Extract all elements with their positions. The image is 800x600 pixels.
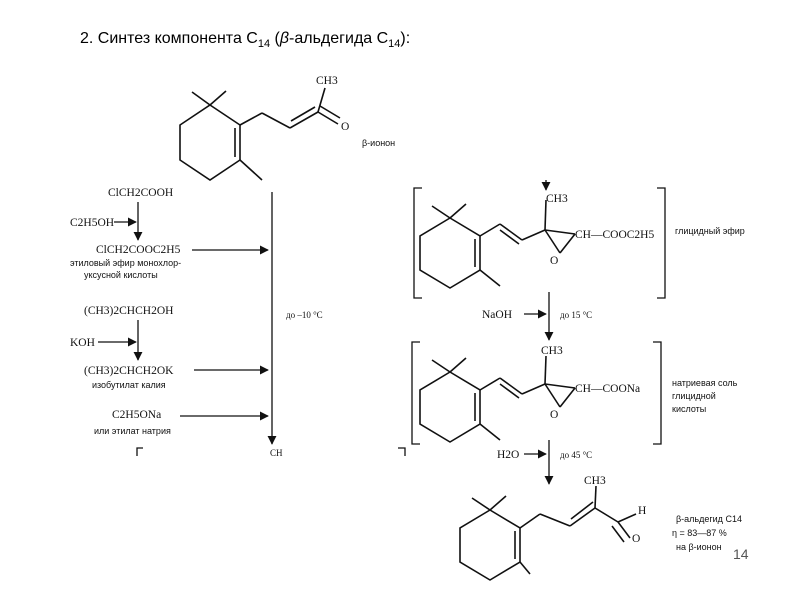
page-number: 14 xyxy=(733,546,749,562)
product-name: β-альдегид C14 xyxy=(676,514,742,524)
product-yield: η = 83—87 % xyxy=(672,528,727,538)
glycidic-ester-group: CH—COOC2H5 xyxy=(575,229,654,241)
aldehyde-o: O xyxy=(632,533,640,545)
sodium-salt-label-2: глицидной xyxy=(672,391,716,401)
ch3-label: CH3 xyxy=(316,75,338,87)
sodium-ethylate: C2H5ONa xyxy=(112,409,161,421)
product-ch3: CH3 xyxy=(584,475,606,487)
beta-ionone-structure xyxy=(179,87,341,181)
glycidic-ester-structure xyxy=(419,199,576,289)
aldehyde-h: H xyxy=(638,505,646,517)
ethanol: C2H5OH xyxy=(70,217,114,229)
ethyl-chloroacetate-name-1: этиловый эфир монохлор- xyxy=(70,258,181,268)
temperature-label-2: до 15 °С xyxy=(560,310,592,320)
naoh-reagent: NaOH xyxy=(482,309,512,321)
glycidic-ester-label: глицидный эфир xyxy=(675,226,745,236)
sodium-ethylate-name: или этилат натрия xyxy=(94,426,171,436)
temperature-label-1: до –10 °С xyxy=(286,310,323,320)
sodium-salt-label-3: кислоты xyxy=(672,404,706,414)
slide-title: 2. Синтез компонента С14 (β-альдегида С1… xyxy=(80,30,411,51)
product-yield-basis: на β-ионон xyxy=(676,542,722,552)
carbonyl-o-label: O xyxy=(341,121,349,133)
beta-aldehyde-c14-structure xyxy=(459,485,637,581)
potassium-hydroxide: KOH xyxy=(70,337,95,349)
cutoff-ch-label: CH xyxy=(270,448,283,458)
water-reagent: H2O xyxy=(497,449,519,461)
epoxide-o-1: O xyxy=(550,255,558,267)
sodium-salt-label-1: натриевая соль xyxy=(672,378,738,388)
potassium-isobutylate-name: изобутилат калия xyxy=(92,380,166,390)
glycidic-ester-ch3: CH3 xyxy=(546,193,568,205)
sodium-salt-ch3: CH3 xyxy=(541,345,563,357)
chloroacetic-acid: ClCH2COOH xyxy=(108,187,173,199)
sodium-salt-group: CH—COONa xyxy=(575,383,640,395)
temperature-label-3: до 45 °С xyxy=(560,450,592,460)
epoxide-o-2: O xyxy=(550,409,558,421)
potassium-isobutylate: (CH3)2CHCH2OK xyxy=(84,365,174,377)
ethyl-chloroacetate: ClCH2COOC2H5 xyxy=(96,244,181,256)
sodium-salt-structure xyxy=(419,355,576,443)
isobutanol: (CH3)2CHCH2OH xyxy=(84,305,173,317)
beta-ionone-label: β-ионон xyxy=(362,138,395,148)
ethyl-chloroacetate-name-2: уксусной кислоты xyxy=(84,270,158,280)
